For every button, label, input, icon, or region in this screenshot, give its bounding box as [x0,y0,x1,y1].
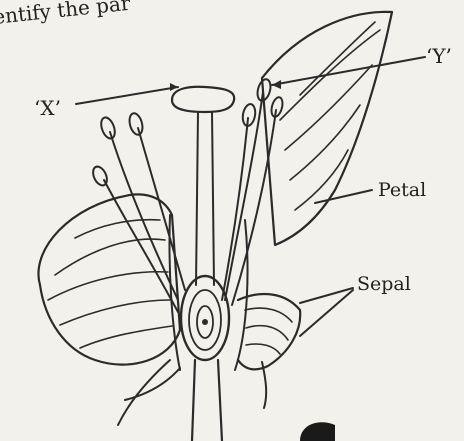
label-y: ‘Y’ [426,44,452,68]
sepal-leader-line-upper [300,288,353,303]
stamens [90,78,284,312]
label-sepal: Sepal [357,273,411,295]
pedicel [192,360,222,441]
y-leader-line [272,57,425,85]
question-text-fragment: entify the par [0,0,132,29]
x-leader-line [76,87,178,104]
label-petal: Petal [378,179,426,201]
sepal-leader-line-lower [300,290,353,336]
label-x: ‘X’ [34,96,61,120]
right-petal [262,12,392,245]
petal-leader-line [315,190,372,203]
bottom-ink-mark [300,422,335,441]
pistil [172,87,234,360]
left-petal [38,194,180,364]
